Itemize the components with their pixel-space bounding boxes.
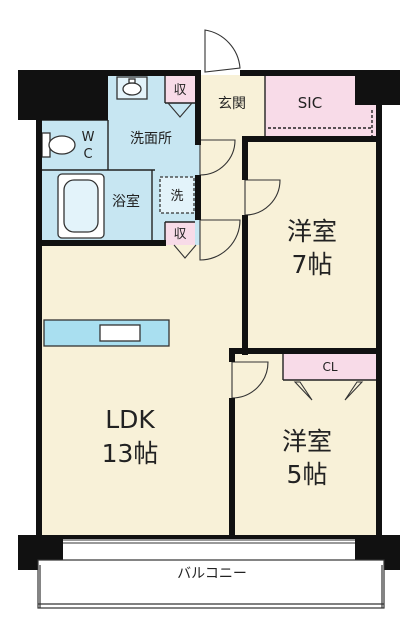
western-room-7-size: 7帖 bbox=[292, 250, 333, 279]
wall-top-washroom bbox=[100, 70, 200, 76]
wall-room5-left bbox=[229, 348, 235, 362]
entrance-label: 玄関 bbox=[218, 95, 246, 112]
closet-door-right bbox=[344, 381, 364, 401]
ldk-door bbox=[199, 219, 241, 261]
washroom-label: 洗面所 bbox=[130, 131, 172, 147]
sic-label: SIC bbox=[298, 94, 322, 112]
wall-room7-left-upper bbox=[242, 136, 248, 180]
kitchen-sink bbox=[99, 324, 141, 342]
washroom-door bbox=[199, 139, 236, 176]
wall-room7-bottom bbox=[230, 348, 382, 354]
door-swings bbox=[167, 29, 364, 401]
ldk-name: LDK bbox=[105, 405, 155, 434]
western-room-5-name: 洋室 bbox=[282, 427, 332, 456]
bathroom-label: 浴室 bbox=[112, 193, 140, 210]
ldk-floor bbox=[40, 245, 245, 535]
wall-washroom-right-lower bbox=[195, 175, 201, 220]
storage-bottom-floor bbox=[165, 222, 195, 245]
wall-wet-bottom bbox=[36, 240, 166, 246]
wall-room7-left-lower bbox=[242, 215, 248, 355]
labels: LDK 13帖 洋室 7帖 洋室 5帖 洗面所 浴室 玄関 SIC CL バルコ… bbox=[82, 83, 338, 582]
storage-top-door bbox=[167, 102, 193, 118]
wall-entrance-bottom bbox=[242, 136, 382, 142]
ldk-size: 13帖 bbox=[102, 439, 159, 468]
western-room-7-name: 洋室 bbox=[287, 217, 337, 246]
washer-pan bbox=[159, 176, 195, 214]
washbasin bbox=[116, 76, 148, 100]
balcony-label: バルコニー bbox=[177, 566, 247, 582]
storage-top-label: 収 bbox=[173, 83, 186, 98]
toilet bbox=[41, 132, 76, 158]
top-left-column bbox=[18, 70, 108, 120]
closet-door-left bbox=[293, 381, 313, 401]
top-right-column bbox=[355, 70, 400, 105]
walls bbox=[18, 70, 400, 570]
wall-right bbox=[376, 100, 382, 540]
closet-label: CL bbox=[322, 360, 337, 374]
washer-label: 洗 bbox=[170, 189, 183, 204]
western-room-5-size: 5帖 bbox=[287, 460, 328, 489]
room5-door bbox=[231, 361, 269, 399]
wall-washroom-right-upper bbox=[195, 70, 201, 145]
wc-label-c: C bbox=[83, 147, 92, 162]
storage-bottom-door bbox=[173, 244, 197, 259]
room7-door bbox=[244, 179, 281, 216]
western-room-5-floor bbox=[232, 350, 380, 535]
balcony bbox=[37, 559, 385, 609]
bathtub bbox=[57, 173, 105, 239]
sash-windows bbox=[63, 539, 355, 544]
storage-bottom-label: 収 bbox=[173, 227, 186, 242]
closet-floor bbox=[283, 352, 378, 380]
storage-top-floor bbox=[165, 75, 195, 103]
wall-left bbox=[36, 115, 42, 540]
entrance-floor bbox=[200, 75, 265, 140]
western-room-7-floor bbox=[245, 140, 380, 350]
wc-label-w: W bbox=[82, 130, 95, 145]
fixtures bbox=[41, 76, 195, 347]
wall-room5-left-lower bbox=[229, 398, 235, 538]
wall-bottom-sash bbox=[60, 535, 358, 539]
wall-top-entrance bbox=[240, 70, 360, 76]
front-door bbox=[204, 29, 241, 73]
